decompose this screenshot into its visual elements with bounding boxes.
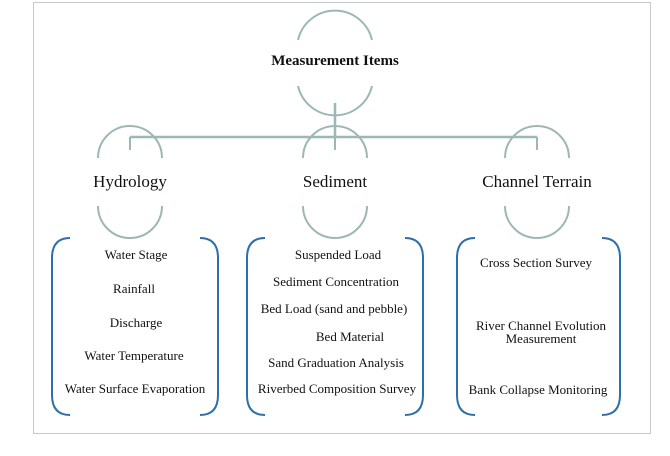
diagram-title: Measurement Items (271, 53, 399, 69)
channel-terrain-item: Measurement (505, 331, 577, 346)
sediment-item: Sand Graduation Analysis (268, 355, 404, 370)
diagram-frame (33, 2, 651, 434)
hydrology-bracket-left (51, 237, 71, 416)
sediment-item: Suspended Load (294, 247, 382, 262)
hydrology-arc-top (97, 125, 163, 159)
channel-terrain-item: River Channel Evolution (476, 318, 606, 333)
category-sediment: Sediment (302, 172, 368, 191)
sediment-item: Bed Load (sand and pebble) (260, 301, 408, 316)
category-channel-terrain: Channel Terrain (482, 172, 592, 191)
sediment-bracket-right (404, 237, 424, 416)
sediment-item: Riverbed Composition Survey (257, 381, 417, 396)
hydrology-item: Rainfall (113, 281, 155, 296)
hydrology-bracket-right (199, 237, 219, 416)
hydrology-arc-bottom (97, 205, 163, 239)
title-arc-top (297, 9, 373, 41)
category-hydrology: Hydrology (93, 172, 167, 191)
sediment-item: Bed Material (315, 329, 385, 344)
channel-terrain-item: Bank Collapse Monitoring (468, 382, 608, 397)
sediment-arc-top (302, 125, 368, 159)
sediment-bracket-left (246, 237, 266, 416)
hydrology-item: Discharge (109, 315, 163, 330)
hydrology-item: Water Temperature (84, 348, 184, 363)
sediment-item: Sediment Concentration (272, 274, 400, 289)
channel-bracket-right (601, 237, 621, 416)
hydrology-item: Water Stage (104, 247, 168, 262)
channel-arc-bottom (504, 205, 570, 239)
channel-bracket-left (456, 237, 476, 416)
channel-terrain-item: Cross Section Survey (480, 255, 592, 270)
sediment-arc-bottom (302, 205, 368, 239)
hydrology-item: Water Surface Evaporation (64, 381, 206, 396)
channel-arc-top (504, 125, 570, 159)
